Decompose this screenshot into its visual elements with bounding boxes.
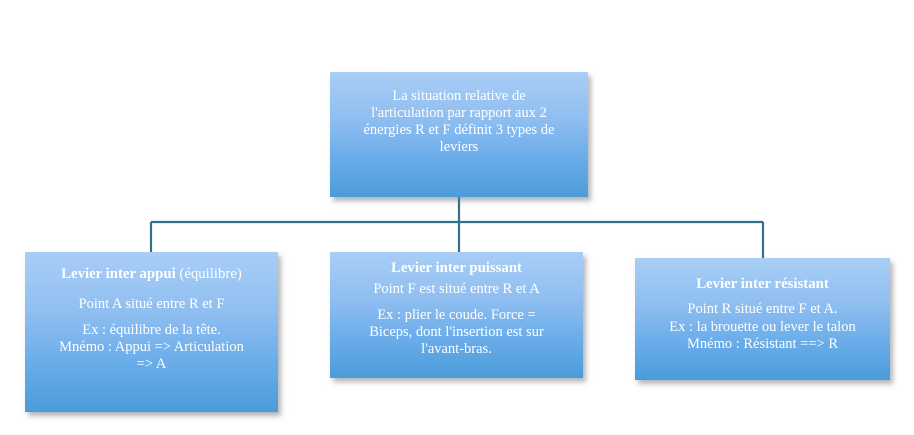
node-title-bold-text: Levier inter appui [61,266,176,282]
node-body2-line-3: => A [136,355,167,372]
node-body2-line-2: Biceps, dont l'insertion est sur [369,323,544,340]
node-body2-line-1: Ex : plier le coude. Force = [377,306,536,323]
node-body2-line-2: Mnémo : Résistant ==> R [686,335,838,352]
node-body2-line-1: Ex : la brouette ou lever le talon [669,318,856,335]
root-line-3: énergies R et F définit 3 types de [363,122,555,139]
node-body-line-1: Point R situé entre F et A. [687,301,838,318]
node-body2-line-3: l'avant-bras. [421,340,492,357]
node-title-levier-inter-puissant: Levier inter puissant [391,260,522,277]
node-body2-line-1: Ex : équilibre de la tête. [82,321,221,338]
root-line-4: leviers [439,139,479,156]
root-line-2: l'articulation par rapport aux 2 [371,105,547,122]
node-body2-line-2: Mnémo : Appui => Articulation [59,338,244,355]
node-title-levier-inter-resistant: Levier inter résistant [696,276,829,293]
root-line-1: La situation relative de [392,88,526,104]
node-body-line-1: Point A situé entre R et F [78,296,225,313]
node-title-bold-text: Levier inter résistant [696,276,829,292]
node-levier-inter-resistant[interactable]: Levier inter résistant Point R situé ent… [635,258,890,380]
node-title-levier-inter-appui: Levier inter appui (équilibre) [61,266,242,283]
node-body-line-1: Point F est situé entre R et A [373,281,540,298]
node-title-bold-text: Levier inter puissant [391,260,522,276]
node-levier-inter-appui[interactable]: Levier inter appui (équilibre) Point A s… [25,252,278,412]
node-levier-inter-puissant[interactable]: Levier inter puissant Point F est situé … [330,252,583,378]
root-node[interactable]: La situation relative de l'articulation … [330,72,588,197]
node-title-suffix-text: (équilibre) [175,266,242,282]
